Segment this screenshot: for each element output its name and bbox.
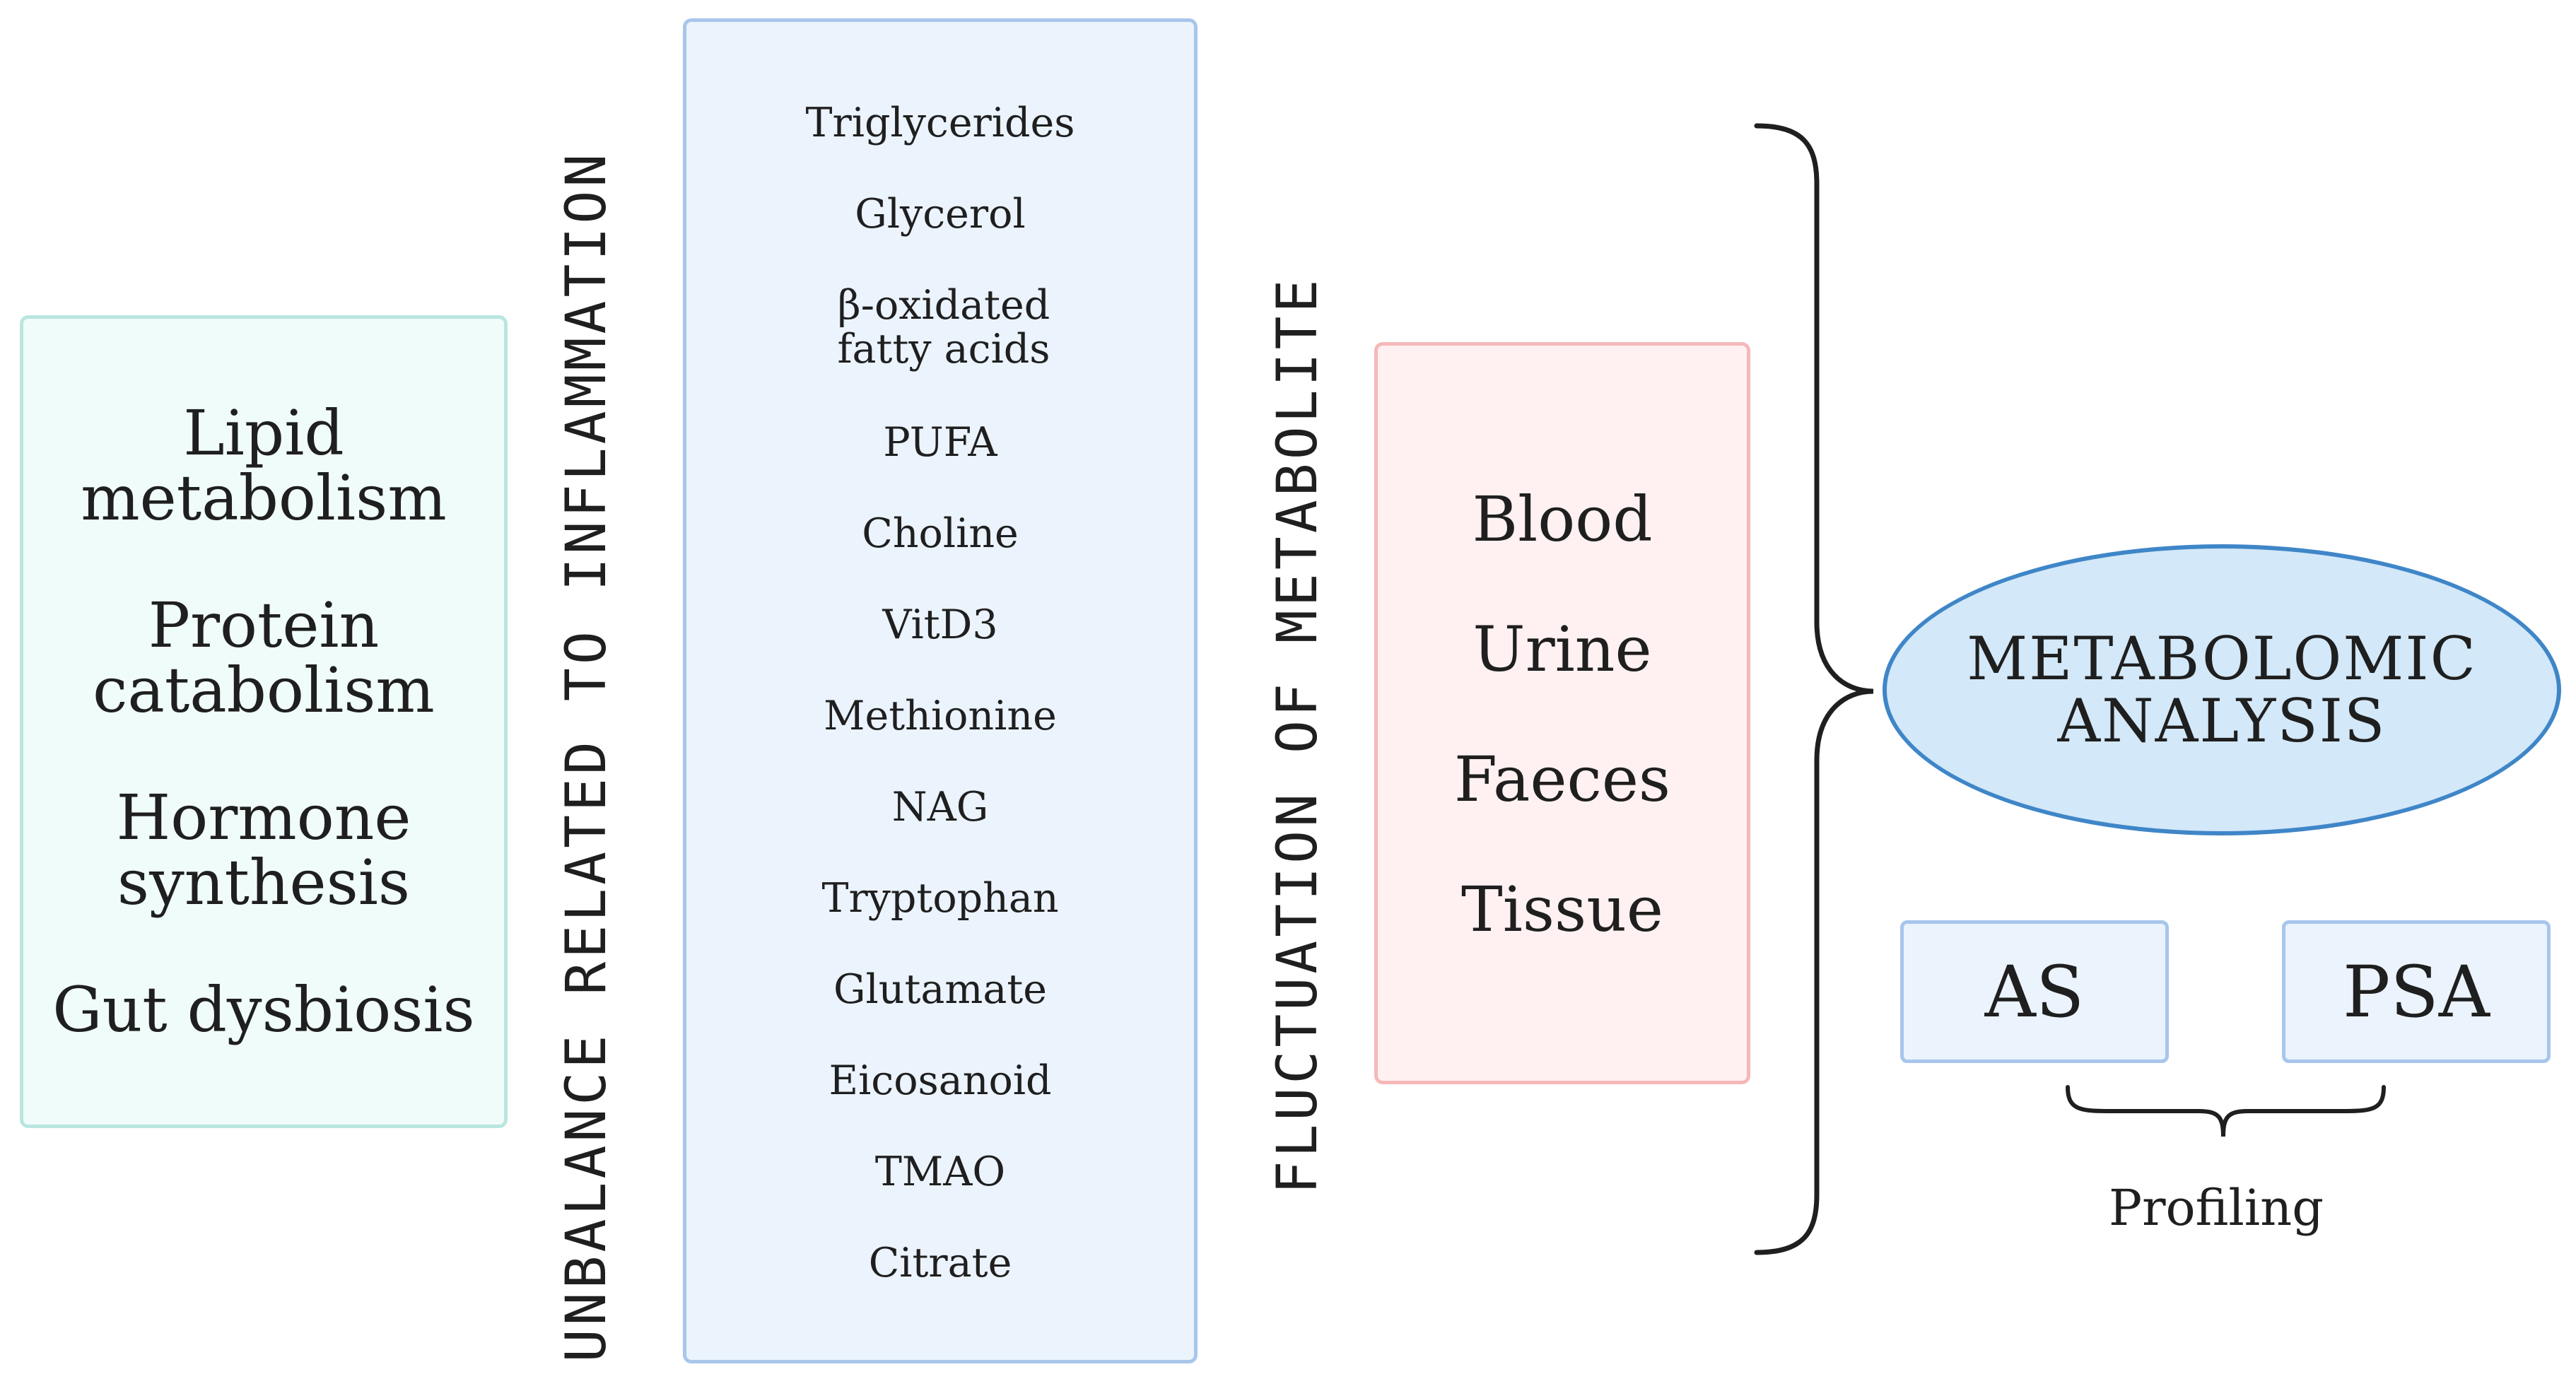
analysis-line-2: ANALYSIS (2057, 686, 2387, 756)
metabolite-item: Tryptophan (821, 875, 1059, 922)
process-protein-catabolism: Protein catabolism (93, 589, 435, 727)
metabolite-item: TMAO (874, 1149, 1006, 1195)
sample-blood: Blood (1472, 483, 1653, 556)
analysis-line-1: METABOLOMIC (1967, 624, 2477, 693)
metabolite-item: VitD3 (882, 602, 998, 648)
psa-box: PSA (2282, 920, 2551, 1063)
metabolite-item: Citrate (868, 1240, 1012, 1286)
metabolite-item: Glycerol (855, 191, 1026, 237)
sample-tissue: Tissue (1461, 873, 1663, 946)
metabolites-box: Triglycerides Glycerol β-oxidated fatty … (683, 18, 1198, 1363)
metabolic-processes-box: Lipid metabolism Protein catabolism Horm… (20, 315, 508, 1128)
metabolite-item: Eicosanoid (829, 1057, 1052, 1104)
metabolite-item: Glutamate (833, 966, 1048, 1013)
metabolite-item: Choline (862, 510, 1019, 557)
sample-faeces: Faeces (1453, 743, 1671, 816)
process-lipid-metabolism: Lipid metabolism (81, 397, 447, 534)
as-box: AS (1900, 920, 2169, 1063)
metabolite-item: β-oxidated fatty acids (837, 282, 1050, 372)
process-gut-dysbiosis: Gut dysbiosis (52, 973, 475, 1046)
samples-box: Blood Urine Faeces Tissue (1374, 342, 1750, 1084)
metabolite-item: PUFA (883, 419, 997, 466)
sample-urine: Urine (1473, 613, 1652, 686)
profiling-brace (2066, 1085, 2386, 1137)
large-curly-brace (1754, 123, 1874, 1255)
profiling-label: Profiling (2108, 1179, 2324, 1237)
metabolite-item: Methionine (824, 693, 1057, 739)
process-hormone-synthesis: Hormone synthesis (116, 781, 411, 919)
metabolomic-analysis-ellipse: METABOLOMIC ANALYSIS (1883, 544, 2561, 835)
metabolite-item: NAG (891, 784, 989, 831)
metabolite-item: Triglycerides (805, 100, 1075, 146)
